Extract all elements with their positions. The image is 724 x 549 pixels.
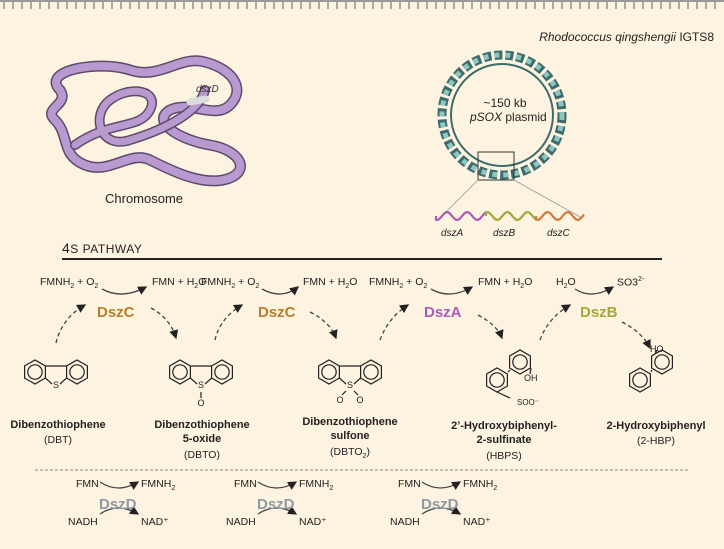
c-s-bond [189, 377, 198, 385]
atom-soo-4: SOO⁻ [517, 398, 539, 407]
aromatic-circle [632, 372, 648, 388]
aromatic-circle [321, 364, 337, 380]
regen-fmn-1: FMN [76, 478, 99, 490]
regen-fmnh-1: FMNH2 [141, 478, 176, 493]
aromatic-circle [654, 354, 670, 370]
compound-2-abbr: (DBTO) [184, 449, 220, 461]
cofactor-out-2: FMN + H2O [303, 276, 358, 291]
cofactor-out-3: FMN + H2O [478, 276, 533, 291]
c-s-bond [44, 377, 53, 385]
enzyme-dszd-3: DszD [421, 496, 459, 513]
biphenyl-bond [507, 369, 511, 373]
c-s-bond [353, 377, 362, 385]
aromatic-circle [214, 364, 230, 380]
atom-o-3a: O [336, 395, 343, 405]
enzyme-dszd-1: DszD [99, 496, 137, 513]
compound-1-abbr: (DBT) [44, 434, 72, 446]
regen-nadh-2: NADH [226, 516, 256, 528]
compound-5-abbr: (2-HBP) [637, 435, 675, 447]
cofactor-in-4: H2O [556, 276, 576, 291]
c-s-bond [496, 391, 511, 399]
regen-nad-3: NAD⁺ [463, 516, 491, 528]
aromatic-circle [27, 364, 43, 380]
cofactor-in-3: FMNH2 + O2 [369, 276, 428, 291]
aromatic-circle [512, 354, 528, 370]
enzyme-dszb: DszB [580, 304, 618, 321]
c-s-bond [338, 377, 347, 385]
enzyme-dszc-1: DszC [97, 304, 135, 321]
cofactor-out-4: SO32- [617, 276, 645, 289]
top-border [0, 0, 724, 9]
regen-fmn-3: FMN [398, 478, 421, 490]
cofactor-in-2: FMNH2 + O2 [201, 276, 260, 291]
plasmid-label: ~150 kb pSOX plasmid [470, 96, 547, 124]
aromatic-circle [489, 372, 505, 388]
chromosome-label: Chromosome [105, 191, 184, 206]
plasmid-drawing [437, 50, 583, 219]
atom-s-3: S [347, 380, 353, 390]
compound-1-name: Dibenzothiophene [10, 419, 106, 431]
s-o-bond [341, 390, 347, 396]
operon-wave [434, 210, 585, 222]
compound-4-name: 2’-Hydroxybiphenyl-2-sulfinate [451, 420, 557, 446]
regen-nad-2: NAD⁺ [299, 516, 327, 528]
atom-s-1: S [53, 380, 59, 390]
biphenyl-bond [650, 369, 653, 373]
enzyme-dsza: DszA [424, 304, 462, 321]
c-s-bond [204, 377, 213, 385]
chromosome-drawing: dszD [46, 55, 246, 187]
pathway-title: 4S PATHWAY [62, 240, 143, 256]
organism-title: Rhodococcus qingshengii IGTS8 [539, 30, 714, 44]
s-o-bond [353, 390, 359, 396]
enzyme-dszd-2: DszD [257, 496, 295, 513]
gene-dszb: dszB [493, 228, 516, 239]
atom-oh-4: OH [524, 373, 538, 383]
compound-4-abbr: (HBPS) [486, 450, 522, 462]
enzyme-dszc-2: DszC [258, 304, 296, 321]
regen-fmn-2: FMN [234, 478, 257, 490]
gene-dszc: dszC [547, 228, 570, 239]
benzene-ring [650, 349, 674, 375]
benzene-ring [509, 349, 532, 375]
gene-dsza: dszA [441, 228, 464, 239]
pathway-title-rule [62, 258, 662, 260]
compound-5-name: 2-Hydroxybiphenyl [606, 420, 706, 432]
cofactor-in-1: FMNH2 + O2 [40, 276, 99, 291]
atom-o-2: O [197, 398, 204, 408]
atom-s-2: S [198, 380, 204, 390]
aromatic-circle [363, 364, 379, 380]
regen-fmnh-3: FMNH2 [463, 478, 498, 493]
regen-nadh-1: NADH [68, 516, 98, 528]
regen-nad-1: NAD⁺ [141, 516, 169, 528]
compound-3-abbr: (DBTO2) [330, 446, 370, 461]
c-s-bond [59, 377, 68, 385]
aromatic-circle [69, 364, 85, 380]
benzene-ring [628, 367, 652, 393]
c-oh-bond [654, 349, 658, 355]
atom-o-3b: O [356, 395, 363, 405]
c-oh-bond [529, 367, 532, 375]
regen-fmnh-2: FMNH2 [299, 478, 334, 493]
atom-ho-5: HO [650, 344, 664, 354]
regen-nadh-3: NADH [390, 516, 420, 528]
aromatic-circle [172, 364, 188, 380]
dszd-gene-label: dszD [196, 84, 219, 95]
cofactor-out-1: FMN + H2O [152, 276, 207, 291]
